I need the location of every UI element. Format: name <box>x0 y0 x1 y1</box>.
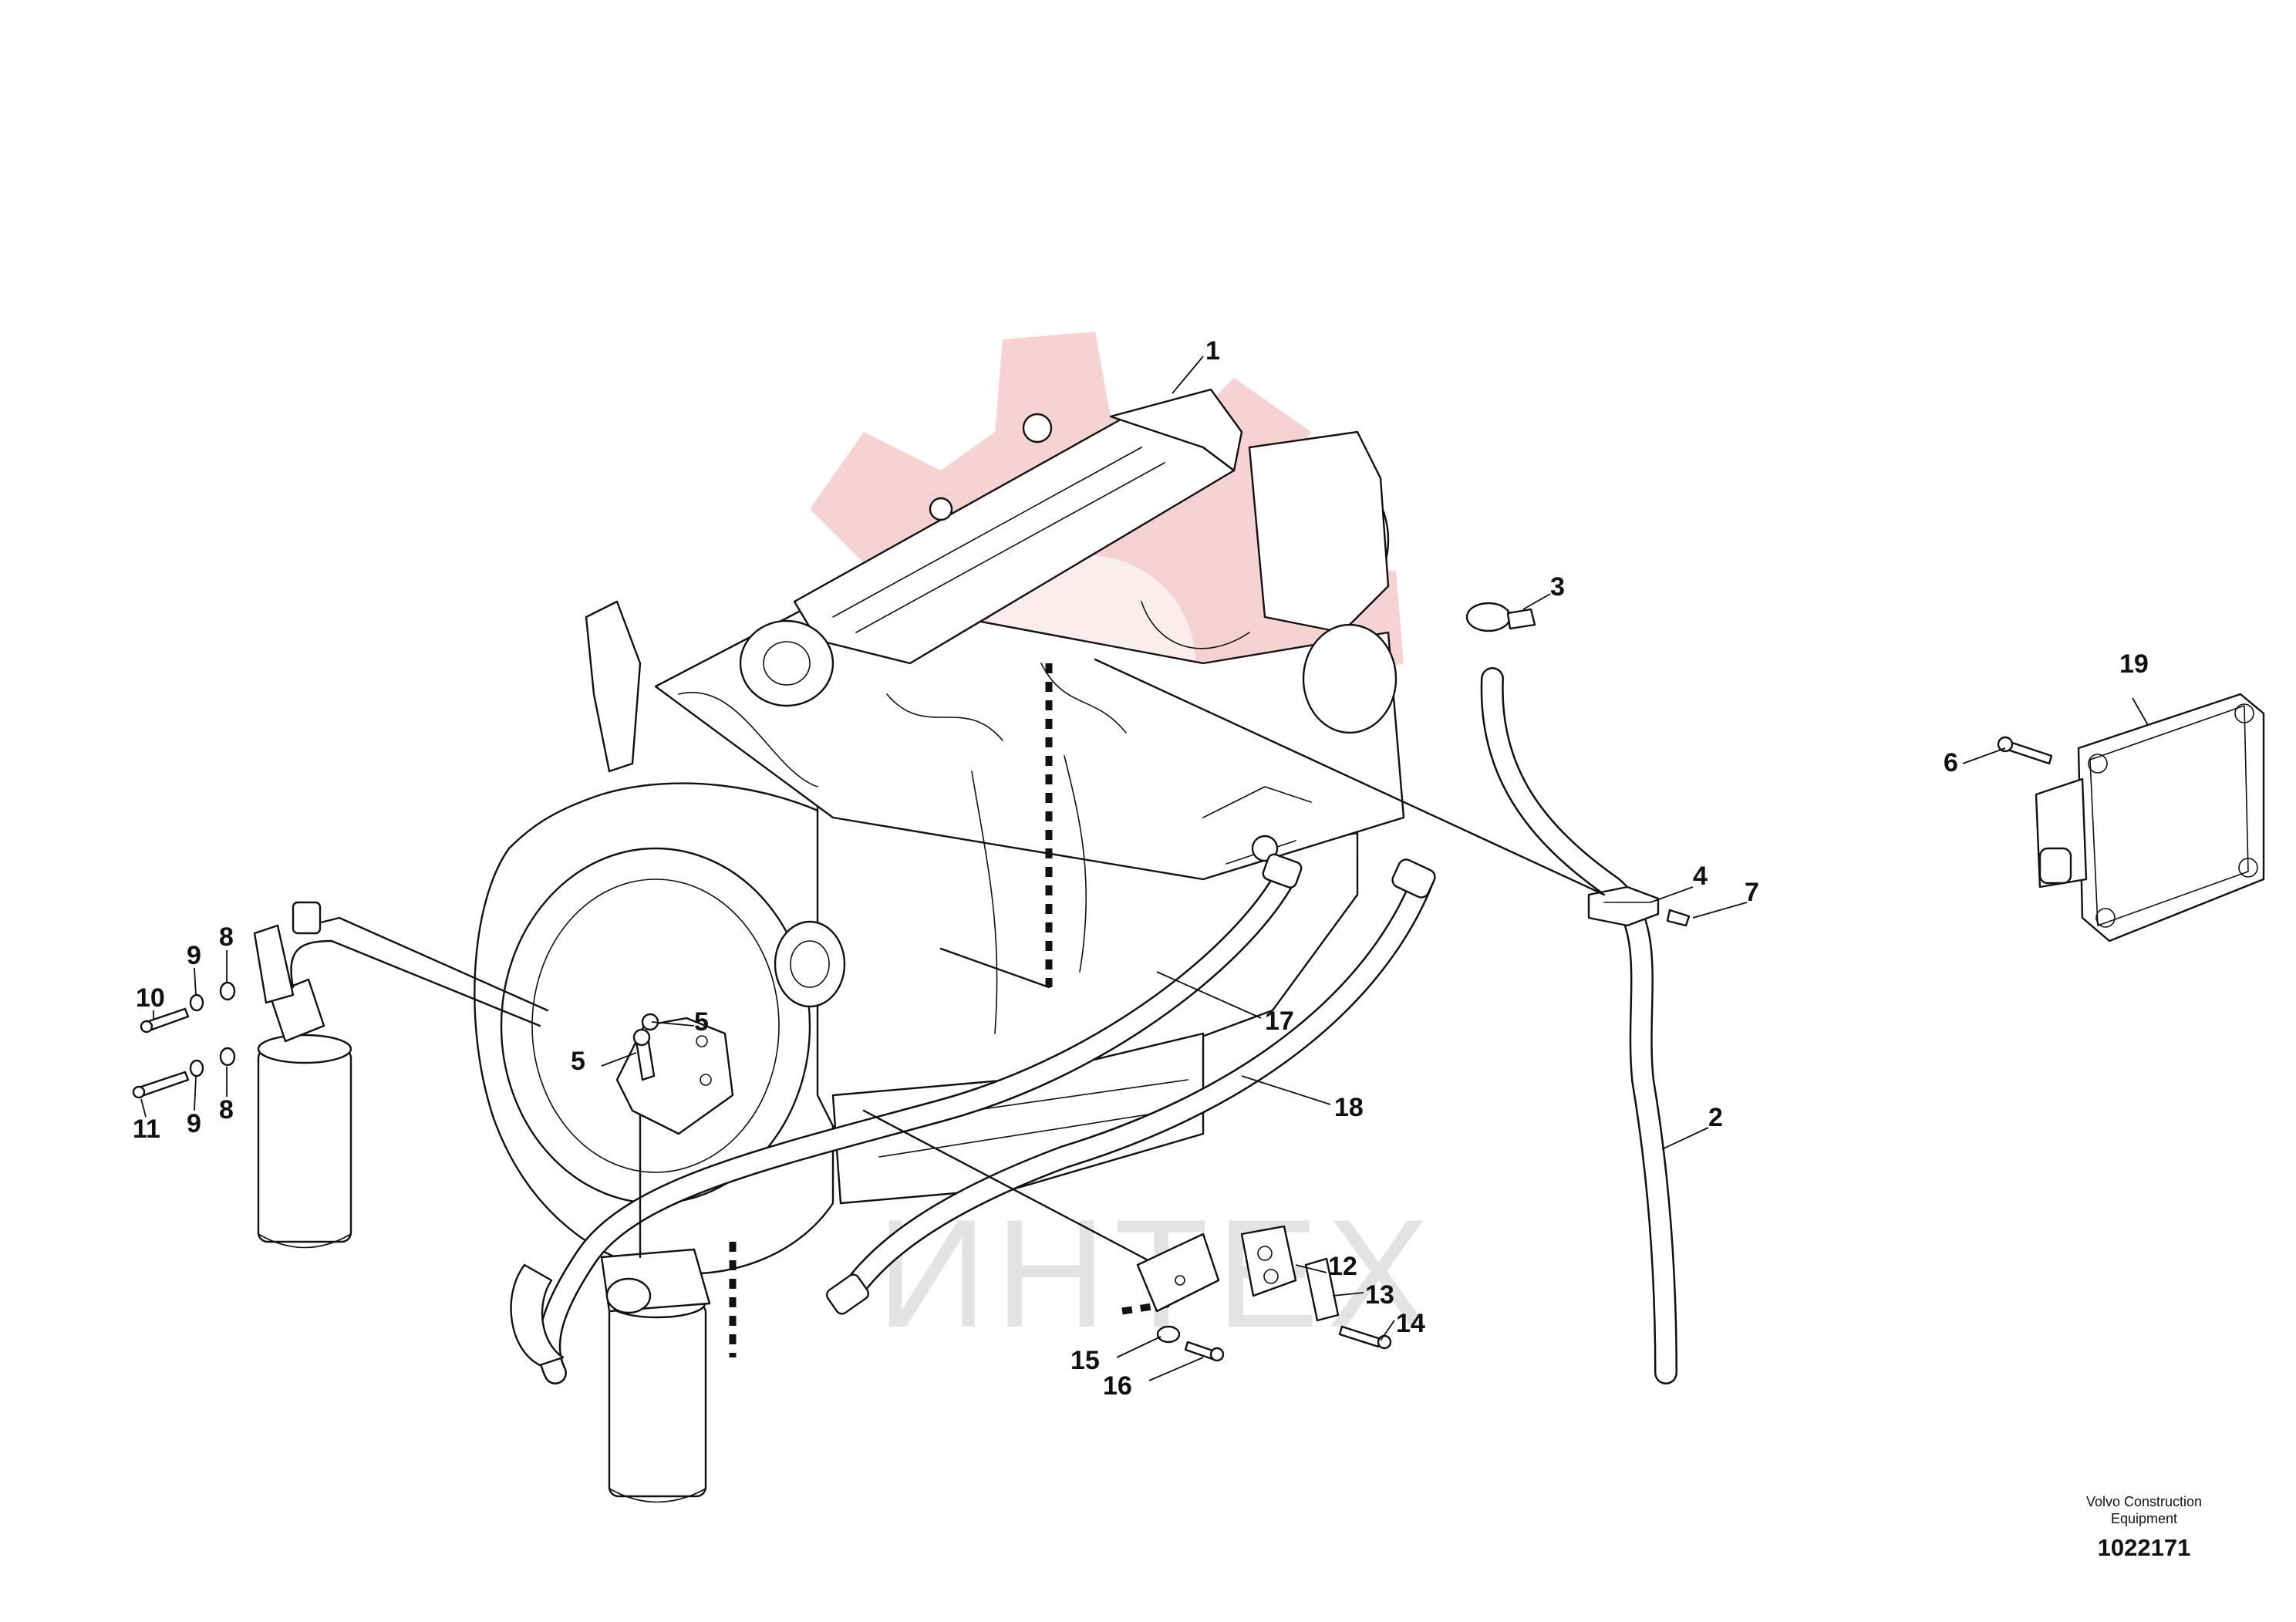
washer-8a <box>219 981 236 1001</box>
bolt-5a <box>632 1028 656 1081</box>
pipe-line-mid <box>939 947 1050 989</box>
callout-13: 13 <box>1365 1280 1394 1310</box>
fuel-filter-left <box>253 901 549 1249</box>
washer-9a <box>189 993 204 1012</box>
fuel-filter-bottom <box>600 1109 711 1503</box>
bolt-6 <box>1997 736 2053 765</box>
callout-9b: 9 <box>187 1109 201 1138</box>
control-unit-19 <box>2035 693 2265 943</box>
clamp-4 <box>1587 885 1660 927</box>
caption-company-line1: Volvo Construction <box>2086 1494 2202 1509</box>
callout-17: 17 <box>1265 1007 1294 1036</box>
callout-8b: 8 <box>219 1095 234 1125</box>
washer-8b <box>219 1047 236 1067</box>
callout-1: 1 <box>1205 336 1220 366</box>
bolt-16 <box>1184 1340 1225 1362</box>
washer-15 <box>1156 1325 1181 1344</box>
bolt-10 <box>140 1007 190 1034</box>
bolt-7 <box>1666 909 1691 927</box>
engine-assembly <box>474 388 1405 1275</box>
callout-15: 15 <box>1070 1346 1100 1375</box>
callout-14: 14 <box>1396 1309 1425 1338</box>
hose-17 <box>538 860 1300 1384</box>
caption-company-line2: Equipment <box>2111 1511 2177 1526</box>
callout-7: 7 <box>1745 878 1759 907</box>
callout-16: 16 <box>1103 1371 1132 1401</box>
callout-2: 2 <box>1708 1103 1723 1132</box>
callout-5a: 5 <box>694 1007 709 1037</box>
hose-clamp-3 <box>1465 602 1536 632</box>
callout-4: 4 <box>1693 862 1708 891</box>
callout-10: 10 <box>136 983 165 1013</box>
bolt-11 <box>132 1071 190 1099</box>
hose-18 <box>837 868 1435 1307</box>
callout-19: 19 <box>2119 649 2149 679</box>
callout-5b: 5 <box>571 1047 585 1076</box>
callout-18: 18 <box>1334 1093 1364 1122</box>
callout-3: 3 <box>1550 572 1565 602</box>
clamp-block-12 <box>1240 1225 1297 1297</box>
callout-9a: 9 <box>187 941 201 970</box>
cover-plate-13 <box>1304 1257 1340 1322</box>
washer-9b <box>189 1059 204 1077</box>
callout-8a: 8 <box>219 922 234 952</box>
callout-12: 12 <box>1328 1252 1357 1281</box>
callout-6: 6 <box>1944 748 1958 777</box>
pipe-line <box>1094 658 1606 896</box>
leader-lines <box>140 356 2149 1381</box>
pipe-line-lower <box>862 1109 1158 1266</box>
hose-2 <box>1480 667 1677 1384</box>
document-number: 1022171 <box>2098 1534 2191 1561</box>
callout-11: 11 <box>133 1114 160 1144</box>
bracket-bottom <box>1136 1233 1220 1313</box>
hose-fittings <box>510 853 1436 1367</box>
